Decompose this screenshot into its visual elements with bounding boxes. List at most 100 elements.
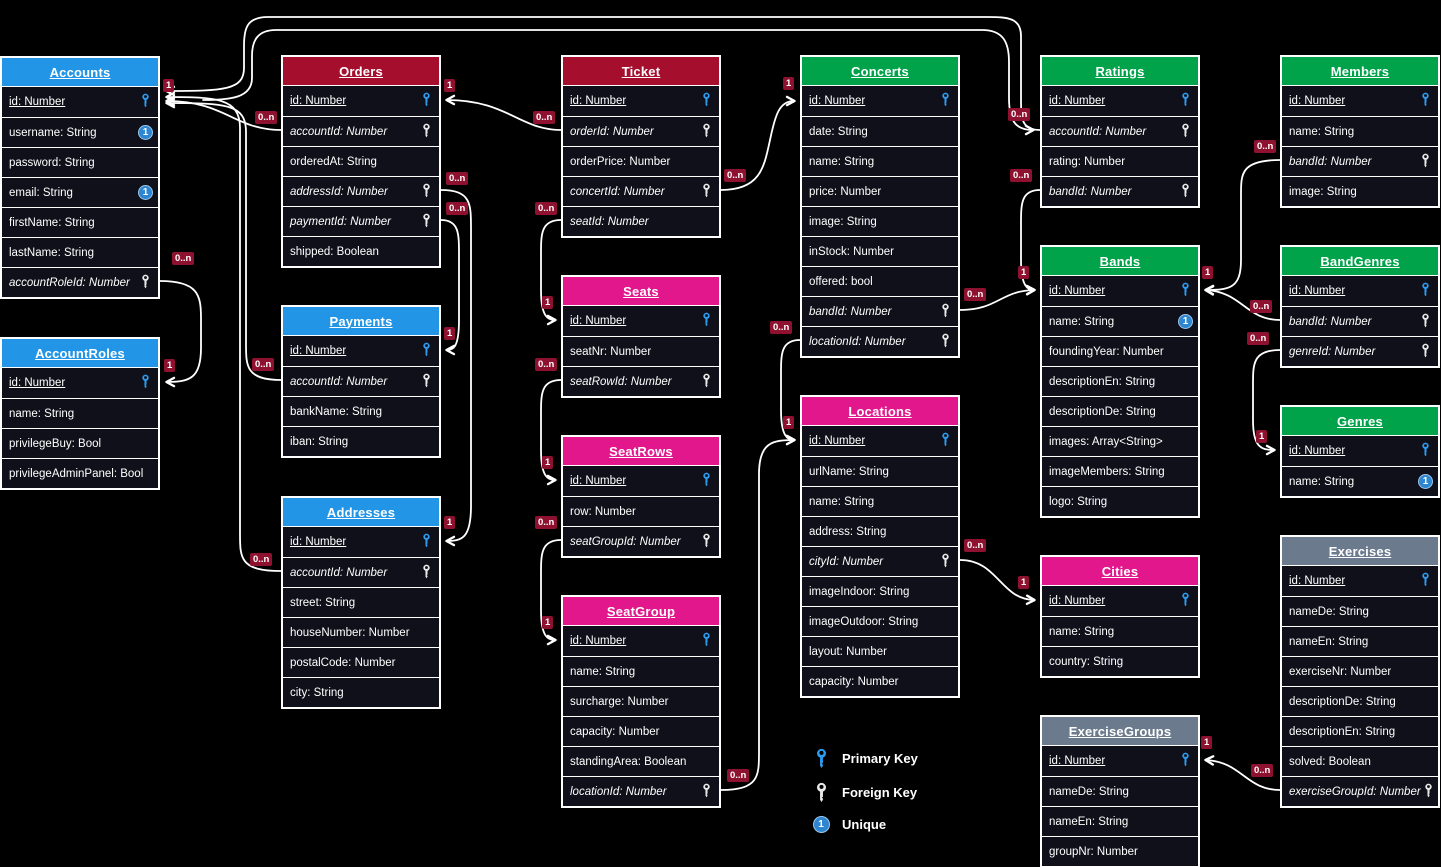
- foreign-key-icon: [1178, 123, 1193, 141]
- field-label: name: String: [9, 407, 75, 420]
- foreign-key-icon: [419, 373, 434, 391]
- unique-icon: 1: [138, 125, 153, 140]
- field-icon-slot: [697, 312, 714, 330]
- table-title-Payments: Payments: [283, 307, 439, 336]
- field-icon-slot: [417, 213, 434, 231]
- field-row-Ratings-id: id: Number: [1042, 86, 1198, 116]
- field-label: standingArea: Boolean: [570, 755, 687, 768]
- field-row-Concerts-name: name: String: [802, 146, 958, 176]
- field-label: date: String: [809, 125, 868, 138]
- field-label: nameDe: String: [1289, 605, 1369, 618]
- field-label: username: String: [9, 126, 97, 139]
- field-row-AccountRoles-privilegeAdminPanel: privilegeAdminPanel: Bool: [2, 458, 158, 488]
- field-row-Addresses-houseNumber: houseNumber: Number: [283, 617, 439, 647]
- field-row-Bands-descriptionDe: descriptionDe: String: [1042, 396, 1198, 426]
- relation-orders-accounts: [165, 95, 282, 131]
- field-row-Locations-name: name: String: [802, 486, 958, 516]
- relation-ticket-concerts: [720, 95, 796, 191]
- relation-bandgenres-bands: [1204, 285, 1281, 321]
- relation-orders-payments: [440, 219, 460, 356]
- field-label: seatNr: Number: [570, 345, 652, 358]
- foreign-key-icon: [699, 373, 714, 391]
- field-row-Ticket-concertId: concertId: Number: [563, 176, 719, 206]
- field-icon-slot: [417, 92, 434, 110]
- table-title-Ratings: Ratings: [1042, 57, 1198, 86]
- field-row-Members-image: image: String: [1282, 176, 1438, 206]
- field-icon-slot: [417, 373, 434, 391]
- field-label: id: Number: [809, 435, 866, 447]
- primary-key-icon: [1418, 282, 1433, 300]
- foreign-key-icon: [938, 333, 953, 351]
- field-row-SeatGroup-id: id: Number: [563, 626, 719, 656]
- field-row-Payments-accountId: accountId: Number: [283, 366, 439, 396]
- primary-key-icon: [810, 748, 832, 769]
- field-row-AccountRoles-privilegeBuy: privilegeBuy: Bool: [2, 428, 158, 458]
- field-icon-slot: [1416, 572, 1433, 590]
- relation-bandgenres-genres: [1252, 349, 1281, 456]
- field-label: lastName: String: [9, 246, 95, 259]
- field-label: bandId: Number: [809, 305, 892, 318]
- foreign-key-icon: [699, 183, 714, 201]
- field-label: logo: String: [1049, 495, 1108, 508]
- primary-key-icon: [138, 93, 153, 111]
- field-label: capacity: Number: [570, 725, 660, 738]
- field-row-Accounts-lastName: lastName: String: [2, 237, 158, 267]
- field-label: descriptionEn: String: [1049, 375, 1156, 388]
- primary-key-icon: [1178, 282, 1193, 300]
- foreign-key-icon: [419, 213, 434, 231]
- field-row-Addresses-city: city: String: [283, 677, 439, 707]
- field-label: locationId: Number: [809, 335, 906, 348]
- relation-concerts-locations: [780, 339, 801, 446]
- field-row-ExerciseGroups-nameDe: nameDe: String: [1042, 776, 1198, 806]
- table-title-Locations: Locations: [802, 397, 958, 426]
- field-label: solved: Boolean: [1289, 755, 1371, 768]
- field-row-Members-bandId: bandId: Number: [1282, 146, 1438, 176]
- foreign-key-icon: [810, 782, 832, 803]
- field-label: id: Number: [1289, 285, 1346, 297]
- field-label: id: Number: [1049, 755, 1106, 767]
- field-label: exerciseGroupId: Number: [1289, 785, 1421, 798]
- relation-addresses-accounts: [165, 91, 282, 572]
- field-icon-slot: [1176, 183, 1193, 201]
- legend-item-unique: 1 Unique: [810, 816, 918, 833]
- field-row-Concerts-offered: offered: bool: [802, 266, 958, 296]
- field-label: name: String: [1049, 315, 1115, 328]
- field-row-Concerts-price: price: Number: [802, 176, 958, 206]
- field-row-Exercises-nameEn: nameEn: String: [1282, 626, 1438, 656]
- field-row-Orders-addressId: addressId: Number: [283, 176, 439, 206]
- primary-key-icon: [1178, 752, 1193, 770]
- primary-key-icon: [419, 342, 434, 360]
- table-title-Exercises: Exercises: [1282, 537, 1438, 566]
- field-label: id: Number: [570, 315, 627, 327]
- foreign-key-icon: [1178, 183, 1193, 201]
- foreign-key-icon: [938, 303, 953, 321]
- field-row-Seats-seatNr: seatNr: Number: [563, 336, 719, 366]
- field-label: foundingYear: Number: [1049, 345, 1164, 358]
- field-row-SeatGroup-surcharge: surcharge: Number: [563, 686, 719, 716]
- field-row-Addresses-postalCode: postalCode: Number: [283, 647, 439, 677]
- field-label: name: String: [809, 155, 875, 168]
- relation-ticket-seats: [540, 219, 562, 326]
- field-row-Accounts-id: id: Number: [2, 87, 158, 117]
- field-icon-slot: [697, 373, 714, 391]
